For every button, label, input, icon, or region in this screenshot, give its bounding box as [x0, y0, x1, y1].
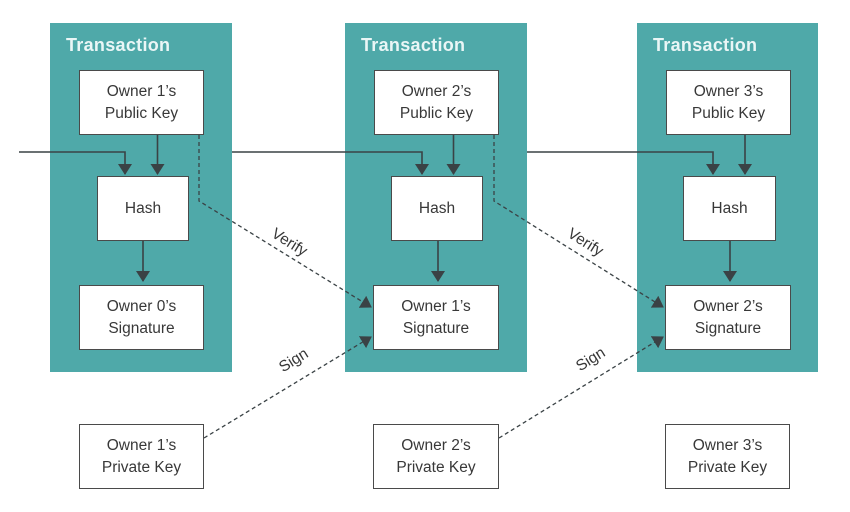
- public-key-box-3-line1: Owner 3’s: [693, 82, 764, 100]
- signature-box-2: Owner 1’s Signature: [373, 285, 499, 350]
- private-key-box-1-line1: Owner 1’s: [106, 436, 177, 454]
- public-key-box-3: Owner 3’s Public Key: [666, 70, 791, 135]
- public-key-box-3-line2: Public Key: [691, 104, 766, 122]
- hash-box-1: Hash: [97, 176, 189, 241]
- hash-box-2-label: Hash: [418, 199, 456, 217]
- signature-box-3-line2: Signature: [694, 319, 762, 337]
- signature-box-2-line1: Owner 1’s: [401, 297, 471, 315]
- public-key-box-2-line1: Owner 2’s: [401, 82, 472, 100]
- signature-box-1: Owner 0’s Signature: [79, 285, 204, 350]
- public-key-box-2-line2: Public Key: [399, 104, 474, 122]
- transaction-title-1: Transaction: [66, 35, 171, 55]
- hash-box-2: Hash: [391, 176, 483, 241]
- private-key-box-1: Owner 1’s Private Key: [79, 424, 204, 489]
- signature-box-1-line2: Signature: [108, 319, 175, 337]
- transaction-title-2: Transaction: [361, 35, 466, 55]
- public-key-box-1-line2: Public Key: [104, 104, 179, 122]
- sign-label-1: Sign: [276, 345, 312, 377]
- hash-box-3: Hash: [683, 176, 776, 241]
- private-key-box-2-line1: Owner 2’s: [401, 436, 471, 454]
- public-key-box-1: Owner 1’s Public Key: [79, 70, 204, 135]
- hash-box-1-label: Hash: [124, 199, 162, 217]
- private-key-box-2: Owner 2’s Private Key: [373, 424, 499, 489]
- private-key-box-3-line2: Private Key: [687, 458, 768, 476]
- hash-box-3-label: Hash: [711, 199, 748, 217]
- signature-box-3: Owner 2’s Signature: [665, 285, 791, 350]
- verify-label-1: Verify: [268, 225, 311, 261]
- sign-label-2: Sign: [573, 344, 609, 376]
- public-key-box-1-line1: Owner 1’s: [106, 82, 177, 100]
- private-key-box-2-line2: Private Key: [396, 458, 476, 476]
- private-key-box-3-line1: Owner 3’s: [692, 436, 763, 454]
- private-key-box-1-line2: Private Key: [101, 458, 182, 476]
- signature-box-1-line1: Owner 0’s: [106, 297, 177, 315]
- signature-box-2-line2: Signature: [402, 319, 470, 337]
- public-key-box-2: Owner 2’s Public Key: [374, 70, 499, 135]
- verify-label-2: Verify: [564, 225, 607, 261]
- transaction-title-3: Transaction: [653, 35, 758, 55]
- private-key-box-3: Owner 3’s Private Key: [665, 424, 790, 489]
- signature-box-3-line1: Owner 2’s: [693, 297, 763, 315]
